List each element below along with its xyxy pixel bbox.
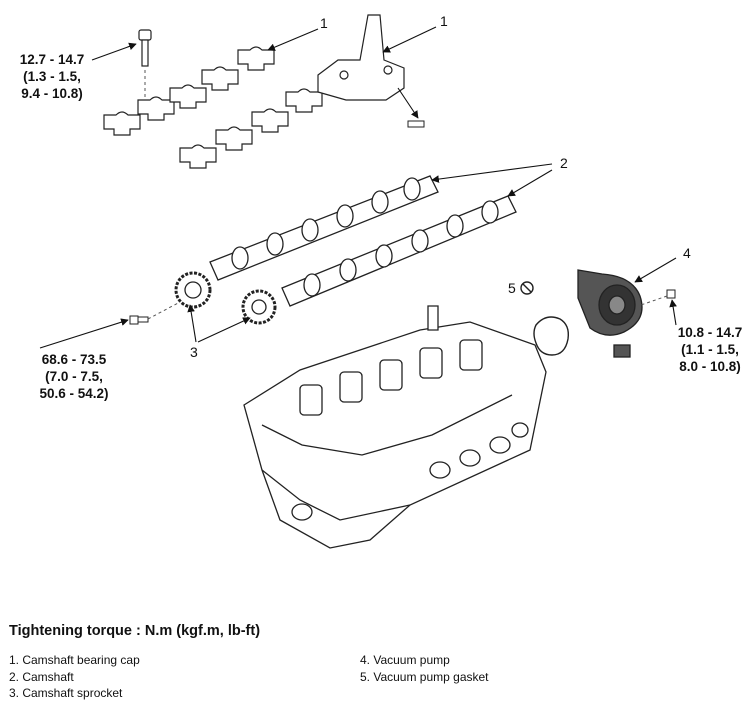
legend-item-vacuum-pump: 4. Vacuum pump bbox=[360, 653, 450, 667]
gasket-symbol-icon bbox=[520, 281, 534, 295]
cap-bolt bbox=[138, 29, 152, 67]
torque-sprocket-bolt: 68.6 - 73.5 (7.0 - 7.5, 50.6 - 54.2) bbox=[30, 351, 118, 402]
callout-3: 3 bbox=[190, 344, 198, 360]
torque-cap-bolt: 12.7 - 14.7 (1.3 - 1.5, 9.4 - 10.8) bbox=[6, 51, 98, 102]
torque-pump-kgfm: (1.1 - 1.5, bbox=[681, 342, 739, 357]
vacuum-pump-gasket bbox=[533, 316, 570, 356]
torque-cap-nm: 12.7 - 14.7 bbox=[19, 52, 85, 67]
legend-item-gasket: 5. Vacuum pump gasket bbox=[360, 670, 489, 684]
camshafts bbox=[209, 175, 517, 307]
torque-sprocket-lbft: 50.6 - 54.2) bbox=[39, 386, 109, 401]
exploded-view-diagram bbox=[39, 14, 677, 549]
callout-1-right: 1 bbox=[440, 13, 448, 29]
torque-cap-kgfm: (1.3 - 1.5, bbox=[23, 69, 81, 84]
cylinder-head bbox=[243, 305, 547, 549]
torque-cap-lbft: 9.4 - 10.8) bbox=[21, 86, 83, 101]
sprocket-bolt bbox=[129, 315, 149, 325]
camshaft-sprockets bbox=[174, 271, 277, 325]
vacuum-pump bbox=[577, 269, 643, 358]
camshaft-bearing-caps bbox=[103, 14, 405, 169]
torque-pump-bolt: 10.8 - 14.7 (1.1 - 1.5, 8.0 - 10.8) bbox=[670, 324, 750, 375]
callout-1-left: 1 bbox=[320, 15, 328, 31]
torque-pump-nm: 10.8 - 14.7 bbox=[677, 325, 743, 340]
torque-sprocket-nm: 68.6 - 73.5 bbox=[41, 352, 107, 367]
torque-pump-lbft: 8.0 - 10.8) bbox=[679, 359, 741, 374]
torque-sprocket-kgfm: (7.0 - 7.5, bbox=[45, 369, 103, 384]
callout-leaders bbox=[39, 26, 677, 349]
cap-small-bolt bbox=[407, 120, 425, 128]
legend-item-camshaft: 2. Camshaft bbox=[9, 670, 74, 684]
pump-bolt bbox=[666, 289, 676, 299]
callout-4: 4 bbox=[683, 245, 691, 261]
legend-item-sprocket: 3. Camshaft sprocket bbox=[9, 686, 123, 700]
legend-title: Tightening torque : N.m (kgf.m, lb-ft) bbox=[9, 623, 261, 639]
callout-5: 5 bbox=[508, 280, 516, 296]
callout-2: 2 bbox=[560, 155, 568, 171]
legend-item-bearing-cap: 1. Camshaft bearing cap bbox=[9, 653, 140, 667]
